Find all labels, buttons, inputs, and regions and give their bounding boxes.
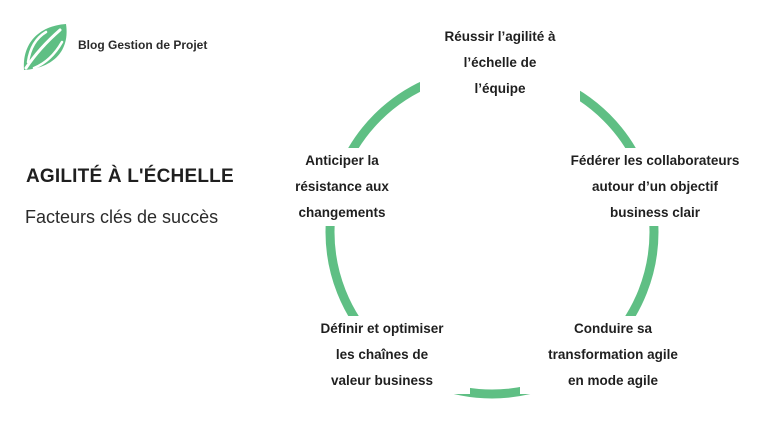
node-line: transformation agile (548, 347, 678, 362)
node-line: résistance aux (295, 179, 389, 194)
node-line: Définir et optimiser (320, 321, 444, 336)
node-line: business clair (609, 205, 701, 220)
node-line: en mode agile (567, 373, 659, 388)
node-line: Réussir l’agilité à (444, 29, 556, 44)
page-subtitle: Facteurs clés de succès (25, 207, 219, 227)
leaf-icon (23, 24, 67, 70)
cycle-node-value-chains: Définir et optimiser les chaînes de vale… (294, 316, 470, 394)
node-line: Fédérer les collaborateurs (570, 153, 740, 168)
logo-text: Blog Gestion de Projet (78, 38, 208, 52)
cycle-node-agile-transformation: Conduire sa transformation agile en mode… (520, 316, 706, 394)
node-line: les chaînes de (335, 347, 429, 362)
node-line: Conduire sa (573, 321, 652, 336)
node-line: changements (298, 205, 386, 220)
cycle-node-anticipate-resistance: Anticiper la résistance aux changements (270, 148, 414, 226)
node-line: valeur business (330, 373, 434, 388)
node-line: Anticiper la (305, 153, 379, 168)
logo: Blog Gestion de Projet (20, 22, 220, 72)
node-line: l’équipe (474, 81, 526, 96)
cycle-node-team-agility: Réussir l’agilité à l’échelle de l’équip… (420, 24, 580, 102)
cycle-node-federate-collaborators: Fédérer les collaborateurs autour d’un o… (548, 148, 762, 226)
page-title: AGILITÉ À L'ÉCHELLE (26, 166, 234, 187)
node-line: l’échelle de (463, 55, 537, 70)
node-line: autour d’un objectif (592, 179, 718, 194)
